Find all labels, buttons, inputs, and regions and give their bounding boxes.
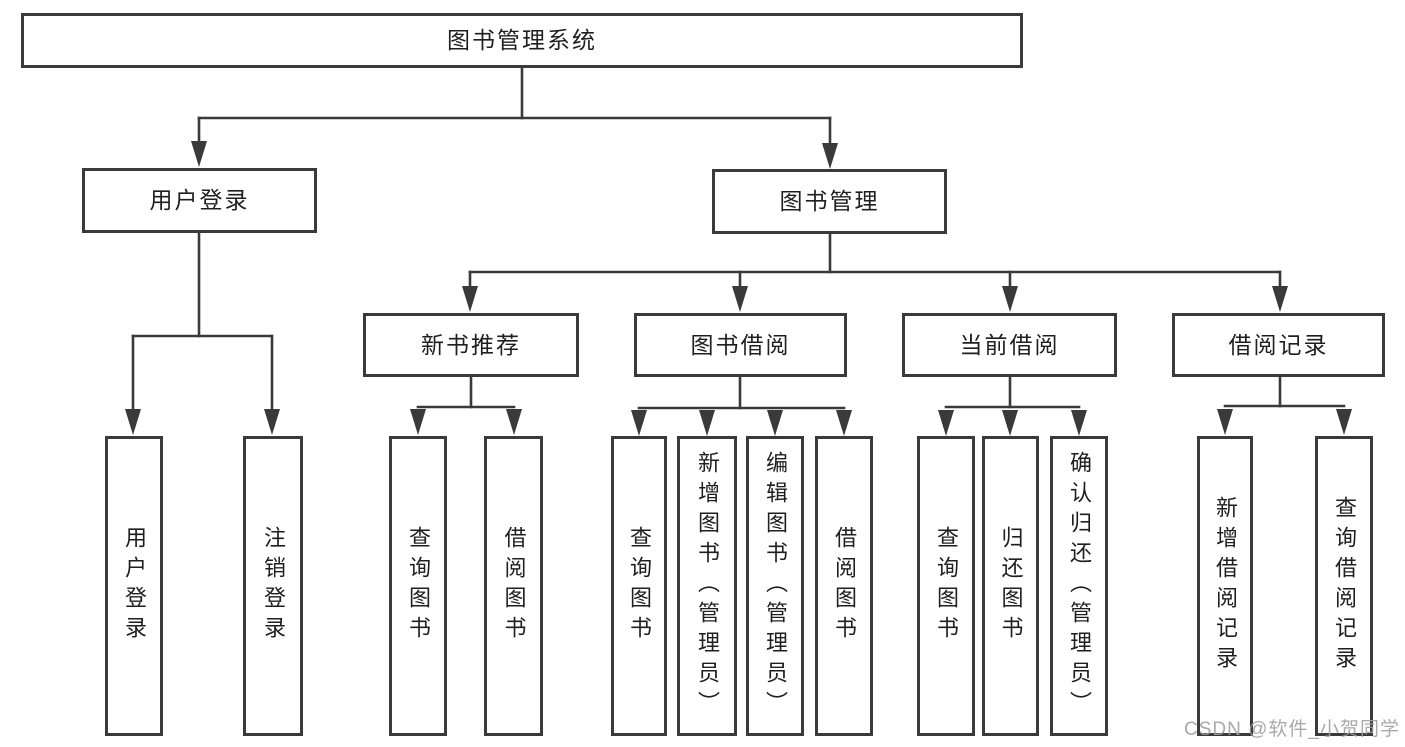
node-borrowing-records: 借阅记录 — [1172, 313, 1385, 377]
leaf-logout: 注销登录 — [243, 436, 303, 736]
node-root-library-system: 图书管理系统 — [21, 13, 1023, 68]
leaf-query-borrow-record: 查询借阅记录 — [1315, 436, 1373, 736]
leaf-add-book-admin: 新增图书（管理员） — [677, 436, 737, 736]
leaf-user-login: 用户登录 — [105, 436, 163, 736]
node-new-book-recommend: 新书推荐 — [363, 313, 579, 377]
node-book-borrowing: 图书借阅 — [634, 313, 847, 377]
leaf-borrow-books-recommend: 借阅图书 — [484, 436, 543, 736]
leaf-query-books-borrowing: 查询图书 — [611, 436, 667, 736]
leaf-add-borrow-record: 新增借阅记录 — [1197, 436, 1253, 736]
leaf-query-books-current: 查询图书 — [917, 436, 975, 736]
node-book-management: 图书管理 — [712, 169, 947, 234]
leaf-confirm-return-admin: 确认归还（管理员） — [1050, 436, 1108, 736]
node-current-borrowing: 当前借阅 — [902, 313, 1117, 377]
leaf-return-book: 归还图书 — [982, 436, 1039, 736]
node-user-login: 用户登录 — [82, 168, 317, 233]
leaf-query-books-recommend: 查询图书 — [389, 436, 447, 736]
leaf-borrow-books-borrowing: 借阅图书 — [815, 436, 873, 736]
watermark-text: CSDN @软件_小贺同学 — [1184, 719, 1400, 740]
leaf-edit-book-admin: 编辑图书（管理员） — [746, 436, 804, 736]
